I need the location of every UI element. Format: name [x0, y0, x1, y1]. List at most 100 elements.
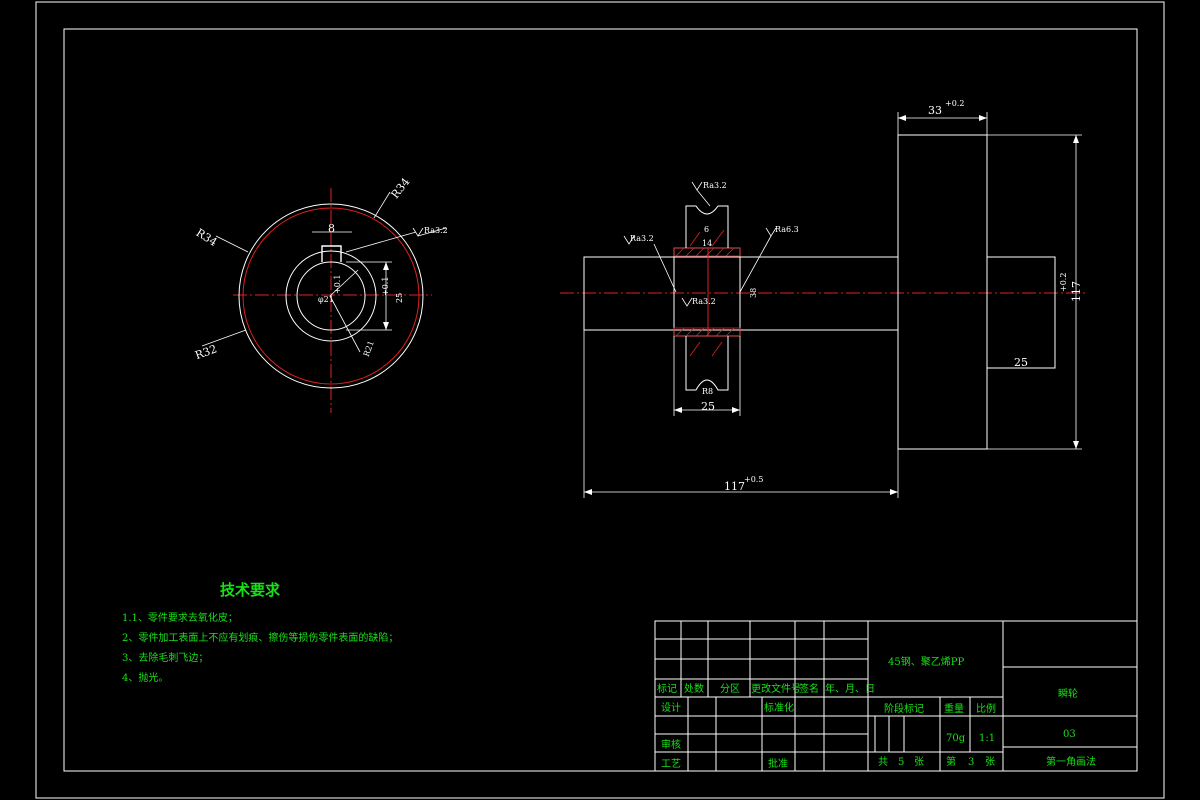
hub-hatch-top [673, 247, 741, 257]
outer-frame [35, 1, 1165, 799]
hatch [689, 341, 701, 357]
dim-r34-left: R34 [194, 226, 220, 249]
roughness-symbol [623, 235, 635, 245]
dim-6: 6 [704, 225, 709, 234]
hatch [715, 247, 725, 257]
tb-approve: 批准 [768, 757, 788, 770]
hatch [695, 247, 705, 257]
arrow [584, 489, 592, 495]
tech-item-1: 1.1、零件要求去氧化皮； [122, 611, 238, 624]
roughness-e: Ra3.2 [692, 297, 716, 306]
arrow [1073, 441, 1079, 449]
dim-keyway-tol: +0.1 [381, 277, 390, 296]
leader [201, 329, 247, 347]
arrow [732, 407, 740, 413]
sheet-total-label: 共 [878, 756, 888, 768]
dim-keyway-h: 25 [395, 293, 404, 303]
projection-method: 第一角画法 [1046, 755, 1096, 768]
drawing-number: 03 [1063, 729, 1076, 740]
dim-117-dia-tol: +0.2 [1059, 273, 1068, 292]
sheet-no: 3 [968, 757, 974, 768]
dim-r32: R32 [193, 342, 218, 362]
leader [215, 235, 249, 253]
arrow [979, 115, 987, 121]
material-title: 45钢、聚乙烯PP [888, 655, 964, 668]
hatch [695, 327, 705, 337]
title-block: 标记 处数 分区 更改文件号 签名 年、月、日 设计 标准化 审核 工艺 批准 … [654, 620, 1138, 772]
hatch [685, 327, 695, 337]
tb-sign: 签名 [799, 682, 819, 695]
dim-33: 33 [928, 104, 942, 117]
dim-14: 14 [702, 239, 712, 248]
leader [739, 235, 772, 293]
sheet-no-unit: 张 [985, 756, 995, 768]
arrow [898, 115, 906, 121]
leader [417, 227, 447, 237]
dim-r21: R21 [362, 340, 376, 358]
drum [897, 134, 988, 450]
title-block-frame [654, 620, 1138, 772]
arrow [383, 262, 389, 270]
inner-frame [63, 28, 1138, 772]
hatch [685, 247, 695, 257]
dim-key-width: 8 [328, 222, 335, 235]
dim-bore: φ21 [318, 295, 334, 304]
outer-circle [238, 203, 424, 389]
dim-117-dia: 117 [1070, 281, 1083, 302]
hatch [675, 327, 685, 337]
tb-standard: 标准化 [764, 701, 794, 714]
scale-value: 1:1 [979, 733, 995, 744]
hatch [705, 247, 715, 257]
dim-25-hub: 25 [701, 400, 715, 413]
tb-weight: 重量 [944, 702, 964, 715]
arrow [1073, 135, 1079, 143]
part-name: 瞬轮 [1058, 687, 1078, 700]
hatch [711, 341, 723, 357]
pitch-circle [242, 207, 420, 385]
arrow [890, 489, 898, 495]
hub-circle [285, 250, 377, 342]
leader [329, 269, 359, 297]
roughness-d: Ra6.3 [775, 225, 799, 234]
keyway [321, 245, 342, 262]
tb-stage: 阶段标记 [884, 702, 924, 715]
roughness-c: Ra3.2 [630, 234, 654, 243]
hatch [689, 231, 701, 247]
hatch [715, 327, 725, 337]
dim-bore-tol: +0.1 [333, 275, 342, 294]
dim-r34-top: R34 [389, 175, 413, 201]
mass-value: 70g [946, 733, 966, 744]
dim-25-stub: 25 [1014, 356, 1028, 369]
tb-ratio: 比例 [976, 702, 996, 715]
hatch [725, 247, 735, 257]
groove-top [685, 205, 729, 248]
leader [653, 243, 677, 293]
tech-item-3: 3、去除毛刺飞边； [122, 651, 208, 664]
arrow [674, 407, 682, 413]
tb-date: 年、月、日 [825, 682, 875, 695]
circular-view: R34 R34 R32 8 Ra3.2 φ21 +0.1 25 +0.1 R21 [193, 175, 448, 413]
leader [329, 295, 361, 353]
hatch [705, 327, 715, 337]
tb-mark: 标记 [657, 683, 677, 695]
sheet-no-label: 第 [946, 755, 956, 768]
sheet-total-unit: 张 [914, 756, 924, 768]
tb-zone: 分区 [720, 683, 740, 695]
leader [373, 191, 391, 219]
bore-circle [296, 261, 366, 331]
hub-hatch-bottom [673, 327, 741, 337]
dim-r8: R8 [702, 387, 713, 396]
tb-process: 工艺 [661, 758, 681, 770]
arrow [383, 322, 389, 330]
dim-117-length: 117 [724, 480, 745, 493]
roughness-symbol [681, 297, 693, 307]
dim-38: 38 [749, 288, 758, 298]
dim-117-tol: +0.5 [744, 475, 763, 484]
sheet-total: 5 [898, 757, 904, 768]
tb-doc: 更改文件号 [751, 682, 801, 695]
groove-bottom [685, 336, 729, 391]
tech-item-4: 4、抛光。 [122, 671, 168, 684]
hatch [725, 327, 735, 337]
tb-design: 设计 [661, 701, 681, 714]
